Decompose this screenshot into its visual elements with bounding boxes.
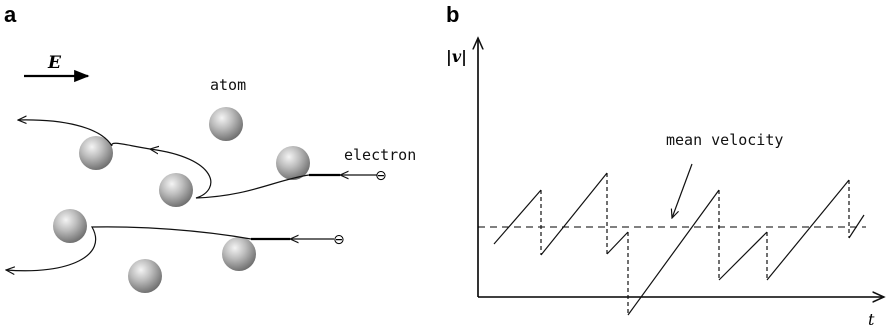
electron-trajectory-upper: ⊖ — [18, 120, 387, 198]
velocity-sawtooth — [494, 173, 864, 315]
atom — [276, 146, 310, 180]
electron-label: electron — [344, 146, 416, 164]
electron-symbol: ⊖ — [333, 232, 345, 248]
atoms — [53, 107, 310, 293]
atom — [222, 237, 256, 271]
mean-velocity-label: mean velocity — [666, 131, 783, 149]
atom-label: atom — [210, 76, 246, 94]
panel-a-label: a — [4, 2, 17, 27]
mean-velocity-pointer — [672, 164, 692, 218]
field-arrow: E — [24, 53, 88, 76]
field-label: E — [47, 53, 62, 73]
panel-a: a E atom electron ⊖ — [4, 2, 416, 293]
x-axis-label: t — [868, 310, 875, 329]
panel-b-label: b — [446, 2, 459, 27]
atom — [209, 107, 243, 141]
atom — [128, 259, 162, 293]
atom — [53, 209, 87, 243]
y-axis-label: |v| — [446, 47, 467, 66]
electron-symbol: ⊖ — [375, 168, 387, 184]
atom — [159, 173, 193, 207]
panel-b: b |v| t mean velocity — [446, 2, 884, 329]
